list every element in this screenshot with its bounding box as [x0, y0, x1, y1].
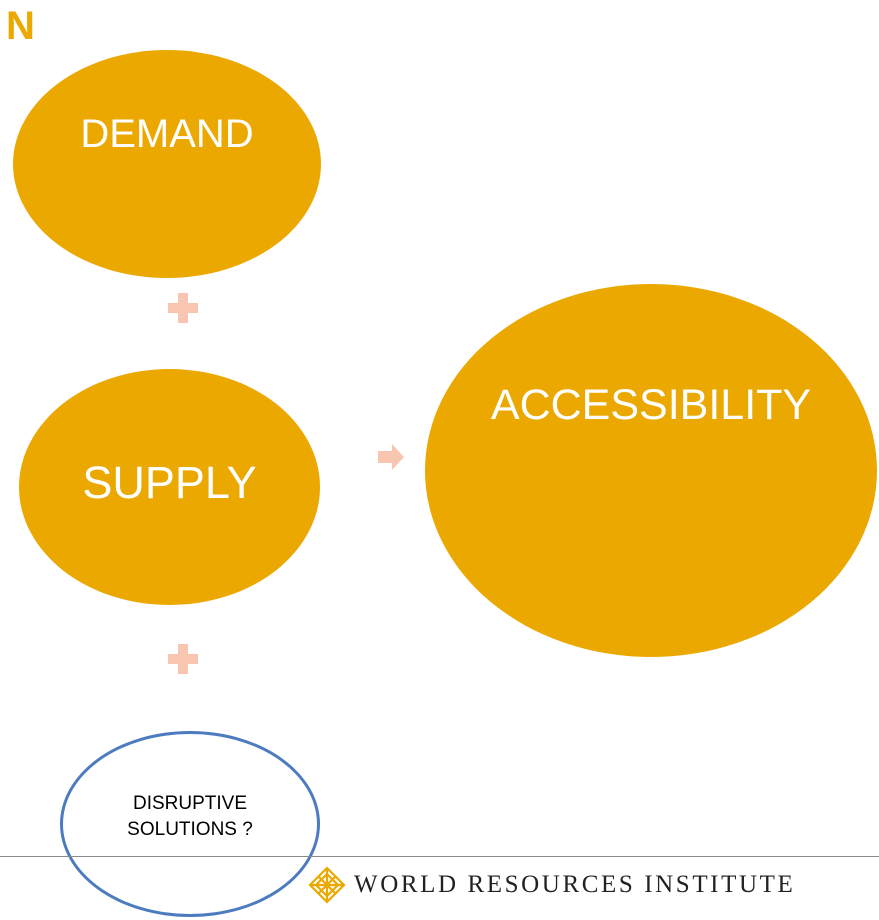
node-accessibility: ACCESSIBILITY: [425, 284, 877, 657]
footer-logo: WORLD RESOURCES INSTITUTE: [308, 866, 795, 904]
node-demand: DEMAND: [13, 50, 321, 278]
title-fragment: N: [6, 4, 35, 48]
organization-name: WORLD RESOURCES INSTITUTE: [354, 871, 796, 898]
node-demand-label: DEMAND: [80, 111, 254, 156]
node-disruptive-solutions-line: SOLUTIONS ?: [127, 819, 253, 840]
node-supply: SUPPLY: [19, 369, 320, 605]
node-accessibility-label: ACCESSIBILITY: [490, 381, 812, 429]
plus-icon: [168, 644, 198, 674]
plus-icon: [168, 293, 198, 323]
node-disruptive-solutions: DISRUPTIVE SOLUTIONS ?: [60, 731, 320, 917]
wri-logo-icon: [308, 866, 346, 904]
arrow-right-icon: [378, 444, 404, 470]
footer-divider: [0, 856, 879, 857]
node-disruptive-solutions-line: DISRUPTIVE: [132, 793, 248, 814]
node-disruptive-solutions-label: DISRUPTIVE SOLUTIONS ?: [127, 791, 253, 843]
node-supply-label: SUPPLY: [82, 457, 257, 508]
